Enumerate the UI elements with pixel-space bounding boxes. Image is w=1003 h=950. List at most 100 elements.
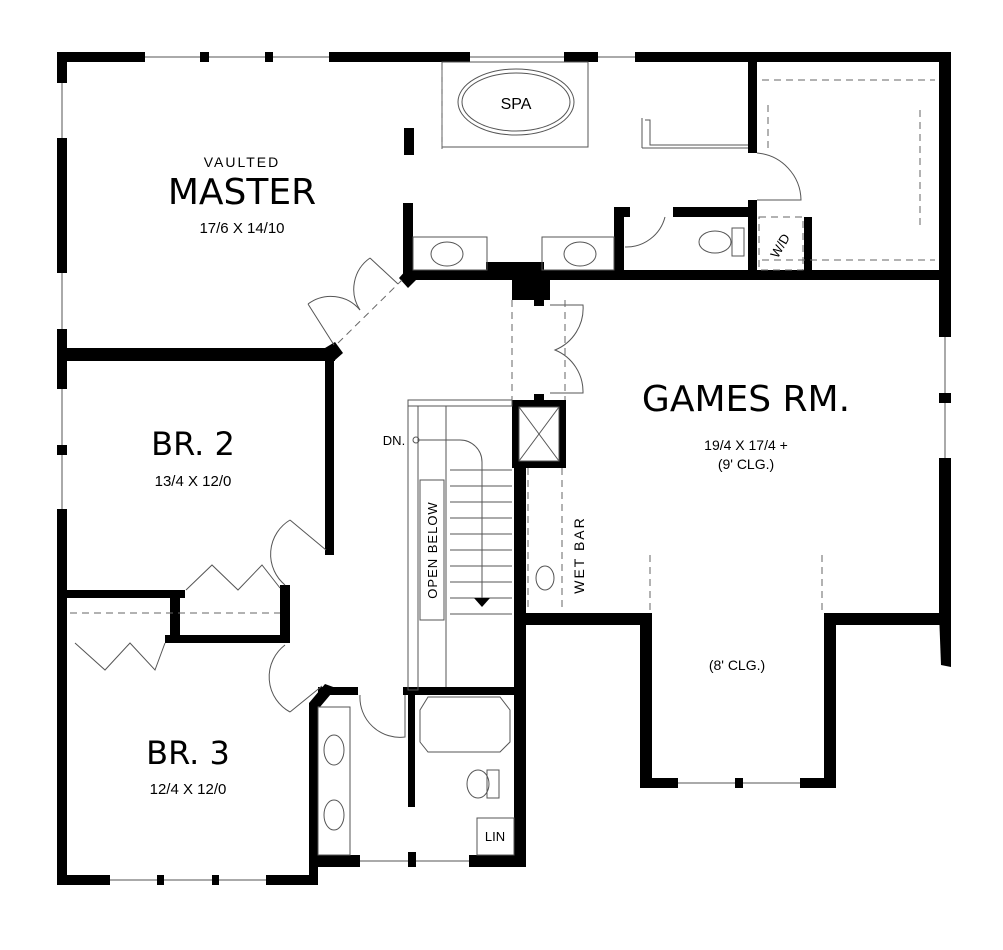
linen-closet	[476, 817, 515, 856]
sink	[323, 734, 345, 766]
wall	[403, 687, 526, 695]
wall	[318, 687, 358, 695]
wall	[640, 613, 652, 788]
br3-name: BR. 3	[146, 734, 230, 772]
door-swing[interactable]	[756, 152, 802, 201]
wall	[170, 590, 180, 640]
wet-bar-label: WET BAR	[571, 516, 587, 594]
br2-name: BR. 2	[151, 425, 235, 463]
wall	[57, 875, 110, 885]
master-name: MASTER	[168, 172, 316, 213]
wall	[212, 875, 219, 885]
vanity	[541, 236, 615, 271]
wall	[939, 613, 951, 667]
wall	[165, 635, 290, 643]
wall	[408, 687, 415, 807]
wall	[309, 684, 336, 707]
wall	[804, 217, 812, 277]
bathtub	[419, 696, 511, 753]
wall	[748, 62, 757, 153]
toilet	[466, 769, 490, 799]
wall	[408, 852, 416, 867]
sink	[563, 241, 597, 267]
wall	[265, 52, 273, 62]
door-swing[interactable]	[268, 644, 323, 713]
wall	[57, 52, 145, 62]
sink	[323, 799, 345, 831]
master-qualifier: VAULTED	[204, 154, 281, 170]
wall	[939, 458, 951, 618]
wall	[635, 52, 951, 62]
door-swing[interactable]	[307, 295, 361, 346]
stairs-down-label: DN.	[383, 433, 405, 448]
wall	[673, 207, 756, 217]
spa-label: SPA	[501, 96, 532, 113]
wall	[309, 703, 318, 885]
wall	[329, 52, 470, 62]
door-swing[interactable]	[270, 519, 327, 586]
wall	[939, 393, 951, 403]
closet-door[interactable]	[185, 564, 281, 591]
wall	[824, 613, 951, 625]
open-below-label: OPEN BELOW	[425, 501, 440, 598]
wall	[534, 298, 544, 306]
wall	[534, 394, 544, 402]
wall	[325, 342, 343, 361]
wall	[405, 270, 951, 280]
door-swing[interactable]	[359, 694, 406, 738]
wall	[512, 278, 550, 300]
wall	[57, 445, 67, 455]
alcove-ceiling: (8' CLG.)	[709, 657, 765, 673]
wall	[266, 875, 318, 885]
wall	[280, 585, 290, 643]
stairs	[407, 399, 513, 691]
washer-dryer-label: W/D	[767, 231, 793, 260]
door-swing[interactable]	[353, 257, 399, 311]
vanity	[412, 236, 488, 271]
wall	[67, 590, 185, 598]
games-name: GAMES RM.	[642, 379, 850, 420]
wall	[514, 400, 526, 867]
bar-sink	[535, 565, 555, 591]
door-swing[interactable]	[550, 304, 584, 394]
fixtures	[70, 61, 935, 856]
vanity	[317, 706, 351, 856]
wall	[57, 509, 67, 885]
spa-deck	[441, 61, 589, 148]
doors	[74, 70, 823, 738]
wall	[748, 200, 757, 277]
br3-size: 12/4 X 12/0	[150, 781, 227, 798]
wall	[486, 262, 544, 272]
door-swing[interactable]	[624, 216, 666, 248]
wall	[157, 875, 164, 885]
open-below-rail	[419, 479, 445, 621]
games-ceiling: (9' CLG.)	[718, 456, 774, 472]
wall	[614, 207, 630, 217]
wall	[735, 778, 743, 788]
wall	[403, 203, 413, 278]
wall	[564, 52, 598, 62]
toilet	[698, 230, 732, 254]
wall	[939, 52, 951, 337]
master-size: 17/6 X 14/10	[199, 220, 284, 237]
shower	[645, 119, 748, 146]
wall	[614, 207, 624, 277]
wall	[404, 128, 414, 155]
wall	[57, 52, 67, 83]
games-size: 19/4 X 17/4 +	[704, 437, 788, 453]
closet-door[interactable]	[74, 642, 166, 671]
br2-size: 13/4 X 12/0	[155, 473, 232, 490]
wall	[325, 348, 334, 555]
toilet-tank	[486, 769, 500, 799]
stair-arrow-icon	[474, 598, 490, 607]
wall	[469, 855, 526, 867]
sink	[430, 241, 464, 267]
spa-tub	[457, 68, 575, 136]
wall	[824, 613, 836, 788]
linen-label: LIN	[485, 829, 505, 844]
wall	[57, 348, 335, 361]
wall	[57, 138, 67, 273]
wall	[640, 778, 678, 788]
wall	[800, 778, 836, 788]
